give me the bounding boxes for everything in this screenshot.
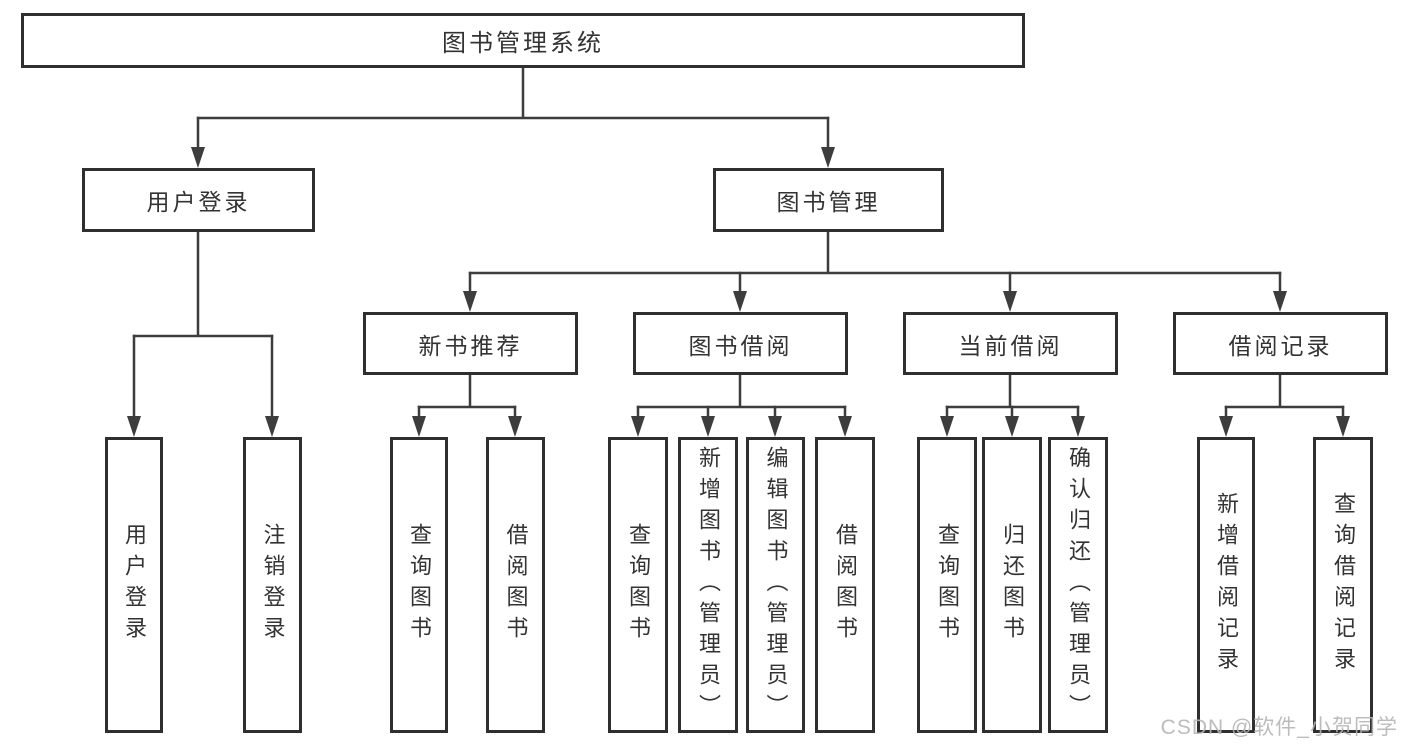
leaf-user-login: 用户登录 bbox=[105, 437, 163, 733]
leaf-add-books-admin: 新增图书（管理员） bbox=[678, 437, 738, 733]
node-borrowing-records: 借阅记录 bbox=[1173, 312, 1388, 375]
leaf-query-books-recommend: 查询图书 bbox=[390, 437, 448, 733]
leaf-query-books-current-label: 查询图书 bbox=[935, 523, 960, 647]
leaf-add-books-admin-label: 新增图书（管理员） bbox=[696, 445, 721, 725]
node-new-book-recommend: 新书推荐 bbox=[363, 312, 578, 375]
leaf-edit-books-admin-label: 编辑图书（管理员） bbox=[763, 445, 789, 725]
node-borrowing-records-label: 借阅记录 bbox=[1228, 332, 1333, 359]
leaf-logout: 注销登录 bbox=[243, 437, 302, 733]
leaf-add-borrow-record: 新增借阅记录 bbox=[1197, 437, 1255, 733]
node-user-login: 用户登录 bbox=[82, 168, 315, 232]
leaf-add-borrow-record-label: 新增借阅记录 bbox=[1214, 492, 1239, 678]
node-book-borrowing: 图书借阅 bbox=[633, 312, 848, 375]
node-user-login-label: 用户登录 bbox=[146, 189, 251, 215]
arrowheads bbox=[127, 147, 1350, 437]
leaf-user-login-label: 用户登录 bbox=[122, 523, 147, 647]
leaf-confirm-return-admin: 确认归还（管理员） bbox=[1048, 437, 1108, 733]
leaf-borrow-books-recommend: 借阅图书 bbox=[486, 437, 545, 733]
csdn-watermark: CSDN @软件_小贺同学 bbox=[1160, 716, 1398, 739]
leaf-edit-books-admin: 编辑图书（管理员） bbox=[746, 437, 805, 733]
connector-trunks bbox=[132, 66, 1345, 409]
node-book-borrowing-label: 图书借阅 bbox=[688, 332, 793, 359]
leaf-query-books-current: 查询图书 bbox=[917, 437, 977, 733]
leaf-query-books-borrow: 查询图书 bbox=[608, 437, 668, 733]
node-current-borrowing: 当前借阅 bbox=[903, 312, 1118, 375]
node-book-management: 图书管理 bbox=[713, 168, 944, 232]
leaf-query-books-borrow-label: 查询图书 bbox=[626, 523, 651, 647]
leaf-confirm-return-admin-label: 确认归还（管理员） bbox=[1066, 445, 1091, 725]
leaf-query-borrow-record-label: 查询借阅记录 bbox=[1331, 492, 1356, 678]
node-new-book-recommend-label: 新书推荐 bbox=[418, 332, 523, 359]
leaf-borrow-books-label: 借阅图书 bbox=[833, 523, 858, 647]
leaf-return-books-label: 归还图书 bbox=[1000, 523, 1025, 647]
node-current-borrowing-label: 当前借阅 bbox=[958, 332, 1063, 359]
node-library-system-label: 图书管理系统 bbox=[442, 30, 604, 57]
leaf-query-borrow-record: 查询借阅记录 bbox=[1313, 437, 1373, 733]
leaf-borrow-books: 借阅图书 bbox=[815, 437, 875, 733]
connector-arrow-stems bbox=[132, 116, 1345, 423]
leaf-borrow-books-recommend-label: 借阅图书 bbox=[503, 523, 529, 647]
node-library-system: 图书管理系统 bbox=[21, 13, 1025, 68]
leaf-logout-label: 注销登录 bbox=[260, 523, 286, 647]
leaf-query-books-recommend-label: 查询图书 bbox=[407, 523, 432, 647]
leaf-return-books: 归还图书 bbox=[982, 437, 1042, 733]
node-book-management-label: 图书管理 bbox=[776, 189, 881, 215]
